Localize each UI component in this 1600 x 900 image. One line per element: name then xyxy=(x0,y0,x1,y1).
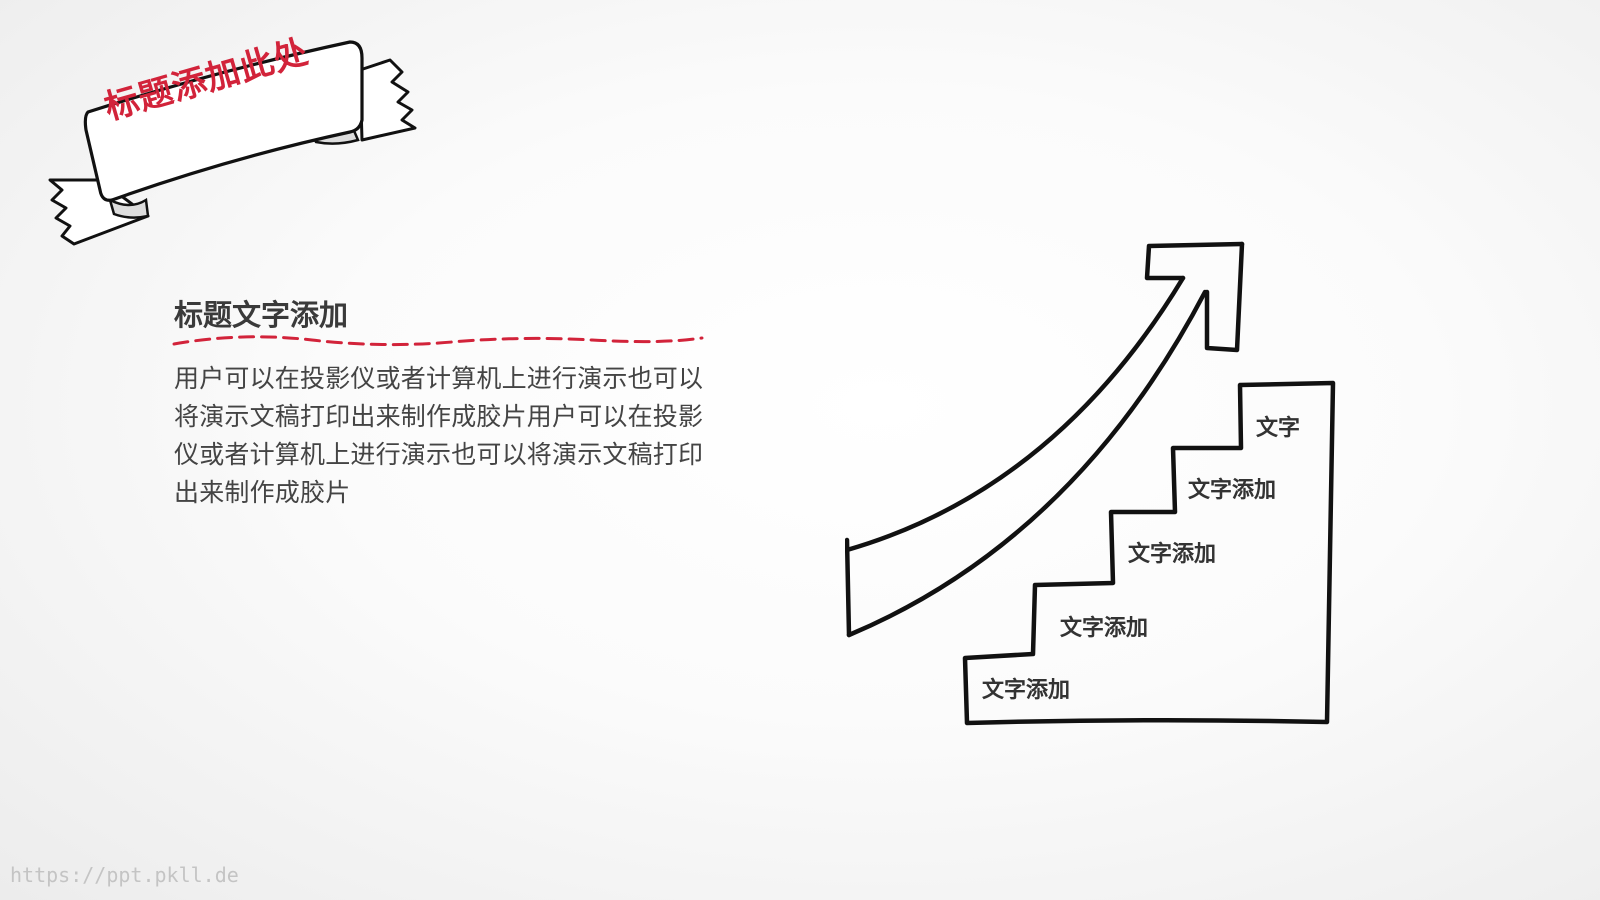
watermark-url: https://ppt.pkll.de xyxy=(10,863,239,887)
step-label-1: 文字添加 xyxy=(982,678,1071,703)
section-subtitle: 标题文字添加 xyxy=(174,298,349,332)
curved-up-arrow xyxy=(845,241,1245,638)
growth-stairs-diagram xyxy=(845,241,1336,726)
step-label-2: 文字添加 xyxy=(1060,616,1149,641)
step-label-5: 文字 xyxy=(1256,416,1301,441)
wavy-divider xyxy=(172,335,704,347)
step-label-3: 文字添加 xyxy=(1128,542,1217,567)
staircase-outline xyxy=(962,380,1336,726)
step-label-4: 文字添加 xyxy=(1188,478,1277,503)
body-paragraph: 用户可以在投影仪或者计算机上进行演示也可以将演示文稿打印出来制作成胶片用户可以在… xyxy=(174,364,704,507)
ribbon-banner xyxy=(48,40,417,246)
